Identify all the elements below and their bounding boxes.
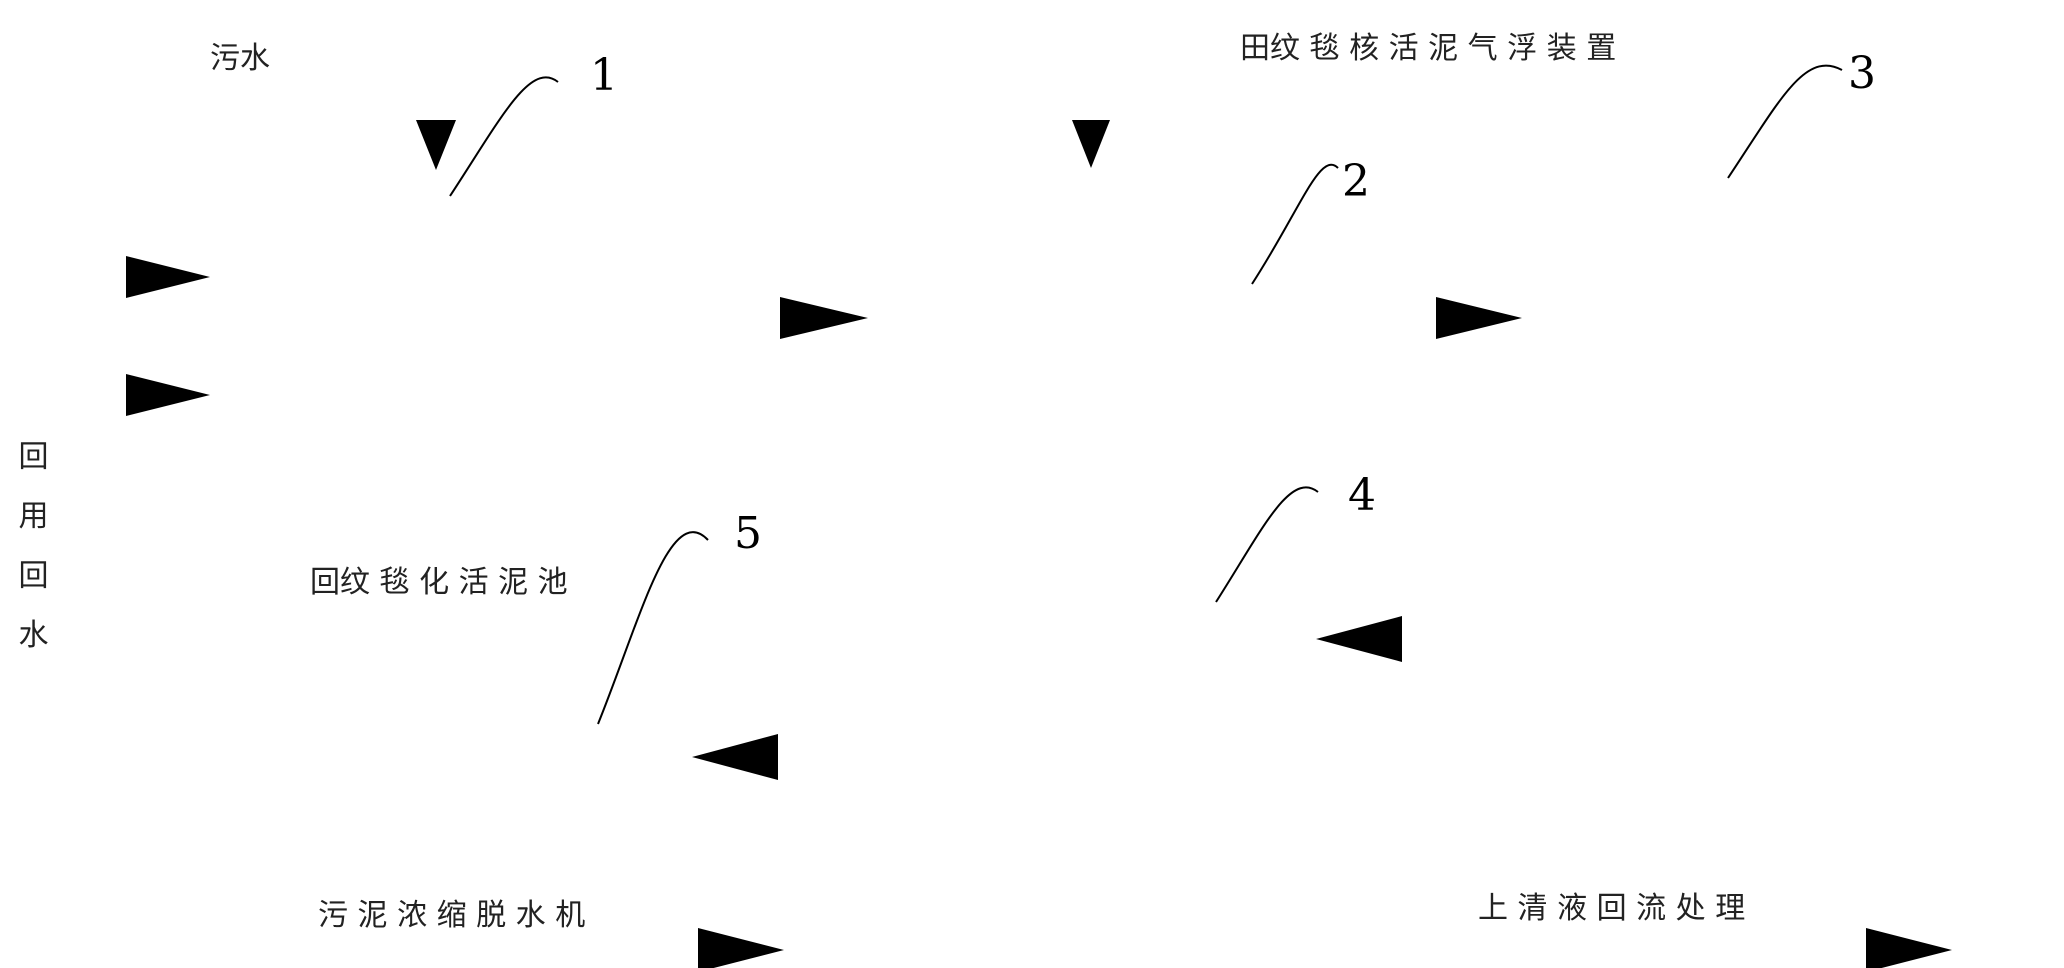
ref-number-5: 5 [734, 508, 762, 559]
leader-line-3 [1727, 64, 1843, 179]
label-bottom-left: 污 泥 浓 缩 脱 水 机 [318, 898, 585, 933]
arrow-down-2 [1072, 120, 1110, 168]
label-top-right: 田纹 毯 核 活 泥 气 浮 装 置 [1240, 31, 1616, 66]
arrow-down-1 [416, 120, 456, 170]
leader-line-2 [1251, 163, 1339, 285]
arrow-right-4 [1436, 297, 1522, 339]
label-bottom-right: 上 清 液 回 流 处 理 [1478, 891, 1745, 926]
ref-number-4: 4 [1348, 470, 1376, 521]
ref-number-3: 3 [1848, 48, 1876, 99]
label-mid-left: 回纹 毯 化 活 泥 池 [310, 565, 568, 600]
arrow-right-1 [126, 256, 210, 298]
arrow-left-1 [1316, 616, 1402, 662]
arrow-right-3 [780, 297, 868, 339]
arrow-right-2 [126, 374, 210, 416]
label-sewage: 污水 [210, 41, 270, 76]
leader-line-5 [597, 531, 709, 725]
leader-line-4 [1215, 486, 1319, 603]
arrow-right-6 [1866, 928, 1952, 968]
arrow-right-5 [698, 928, 784, 968]
ref-number-2: 2 [1342, 156, 1370, 207]
label-left-vertical: 回 用 回 水 [13, 440, 49, 659]
ref-number-1: 1 [590, 50, 618, 101]
arrow-left-2 [692, 734, 778, 780]
leader-line-1 [449, 76, 559, 197]
